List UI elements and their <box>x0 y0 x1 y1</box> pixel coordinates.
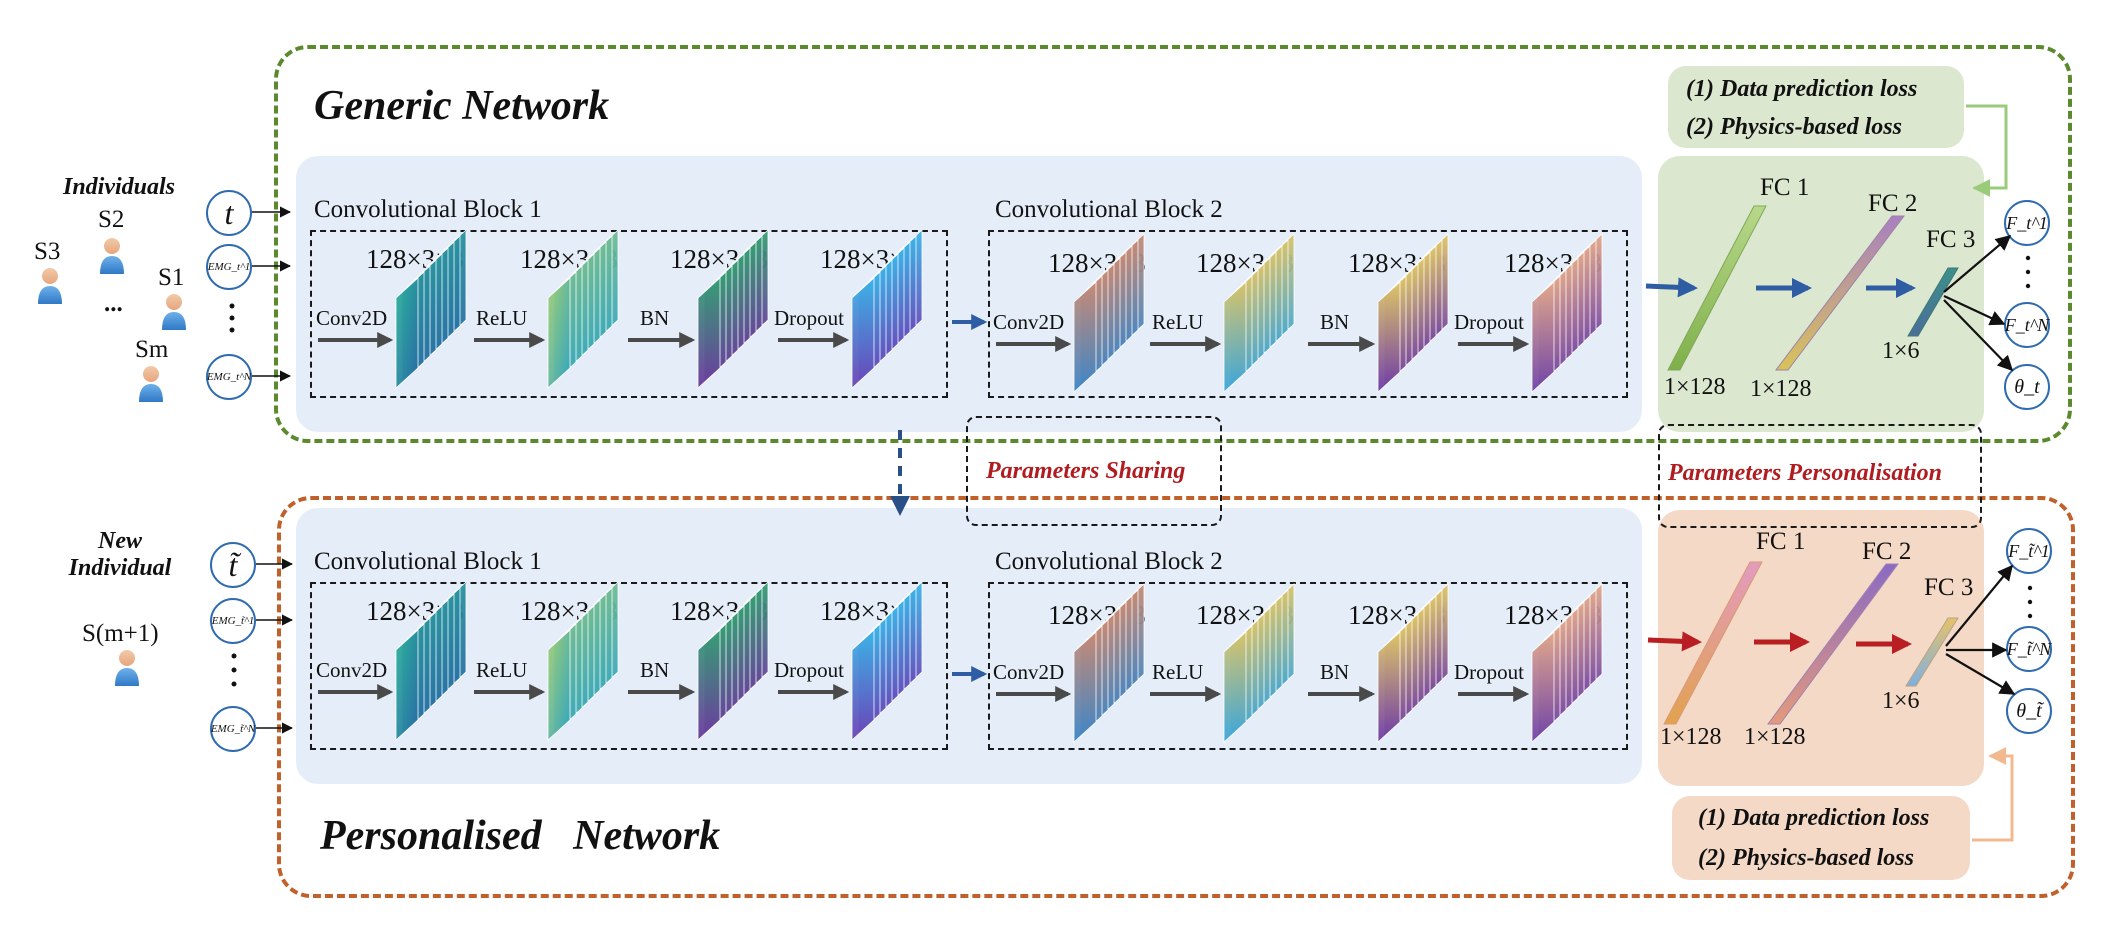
personal-block1-label: Convolutional Block 1 <box>314 548 542 575</box>
fc3-dim-personal: 1×6 <box>1882 688 1920 714</box>
generic-loss-2: (2) Physics-based loss <box>1686 114 1902 140</box>
input-emg-n: EMG_t^N <box>206 354 252 400</box>
person-icon-new <box>115 650 139 686</box>
op-g2-conv2d: Conv2D <box>993 310 1065 334</box>
generic-block2-label: Convolutional Block 2 <box>995 196 1223 223</box>
dim-p1-relu: 128×3×3 <box>520 596 618 626</box>
person-icon-sm <box>139 366 163 402</box>
dim-g2-dropout: 128×3×3 <box>1504 248 1602 278</box>
new-individual-label: New Individual <box>68 528 172 581</box>
op-g2-relu: ReLU <box>1152 310 1204 334</box>
input-t-tilde: t̃ <box>210 542 256 588</box>
personal-conv-block-1 <box>310 582 948 750</box>
generic-loss-1: (1) Data prediction loss <box>1686 76 1918 102</box>
fc1-label-generic: FC 1 <box>1760 174 1810 201</box>
input-emg-tilde-n: EMG_t̃^N <box>210 706 256 752</box>
subject-s3: S3 <box>34 238 61 265</box>
op-g1-dropout: Dropout <box>774 306 844 330</box>
op-p1-bn: BN <box>640 658 670 682</box>
output-f1: F_t^1 <box>2004 200 2050 246</box>
dim-g1-bn: 128×3×3 <box>670 244 768 274</box>
op-p2-conv2d: Conv2D <box>993 660 1065 684</box>
person-icon-s1 <box>162 294 186 330</box>
subject-sm: Sm <box>135 336 169 363</box>
parameters-sharing-label: Parameters Sharing <box>986 458 1186 484</box>
dim-p2-conv: 128×3×3 <box>1048 600 1146 630</box>
input-emg-1: EMG_t^1 <box>206 244 252 290</box>
subject-s1: S1 <box>158 264 185 291</box>
dim-p2-dropout: 128×3×3 <box>1504 600 1602 630</box>
fc3-label-generic: FC 3 <box>1926 226 1976 253</box>
fc2-dim-personal: 1×128 <box>1744 724 1806 750</box>
fc1-dim-personal: 1×128 <box>1660 724 1722 750</box>
dim-p1-bn: 128×3×3 <box>670 596 768 626</box>
personal-conv-block-2 <box>988 582 1628 750</box>
subject-s2: S2 <box>98 206 125 233</box>
fc1-dim-generic: 1×128 <box>1664 374 1726 400</box>
output-fn-tilde: F_t̃^N <box>2006 626 2052 672</box>
parameters-personalisation-box <box>1658 424 1982 528</box>
op-p1-conv2d: Conv2D <box>316 658 388 682</box>
dim-g1-relu: 128×3×3 <box>520 244 618 274</box>
fc1-label-personal: FC 1 <box>1756 528 1806 555</box>
individuals-label: Individuals <box>62 174 176 200</box>
dim-p2-bn: 128×3×3 <box>1348 600 1446 630</box>
output-theta-tilde: θ_t̃ <box>2006 688 2052 734</box>
generic-loss-box <box>1668 66 1964 148</box>
dim-g1-dropout: 128×3×3 <box>820 244 918 274</box>
fc3-label-personal: FC 3 <box>1924 574 1974 601</box>
generic-conv-block-2 <box>988 230 1628 398</box>
parameters-sharing-box <box>966 416 1222 526</box>
subject-ellipsis: ... <box>104 290 123 317</box>
dim-g2-conv: 128×3×3 <box>1048 248 1146 278</box>
person-icon-s2 <box>100 238 124 274</box>
generic-conv-block-1 <box>310 230 948 398</box>
person-icon-s3 <box>38 268 62 304</box>
dim-p1-conv: 128×3×3 <box>366 596 464 626</box>
dim-g2-relu: 128×3×3 <box>1196 248 1294 278</box>
generic-network-frame <box>274 45 2072 443</box>
op-p1-dropout: Dropout <box>774 658 844 682</box>
personalised-network-frame <box>277 496 2075 898</box>
op-p2-dropout: Dropout <box>1454 660 1524 684</box>
input-emg-tilde-1: EMG_t̃^1 <box>210 598 256 644</box>
input-t: t <box>206 190 252 236</box>
generic-block1-label: Convolutional Block 1 <box>314 196 542 223</box>
dim-g2-bn: 128×3×3 <box>1348 248 1446 278</box>
op-g1-bn: BN <box>640 306 670 330</box>
generic-network-title: Generic Network <box>314 83 610 129</box>
personal-loss-box <box>1672 796 1970 880</box>
op-g1-relu: ReLU <box>476 306 528 330</box>
dim-g1-conv: 128×3×3 <box>366 244 464 274</box>
fc2-label-personal: FC 2 <box>1862 538 1912 565</box>
fc3-dim-generic: 1×6 <box>1882 338 1920 364</box>
personal-block2-label: Convolutional Block 2 <box>995 548 1223 575</box>
output-fn: F_t^N <box>2004 302 2050 348</box>
parameters-personalisation-label: Parameters Personalisation <box>1668 460 1943 486</box>
op-g2-dropout: Dropout <box>1454 310 1524 334</box>
output-f1-tilde: F_t̃^1 <box>2006 528 2052 574</box>
personalised-network-title: Personalised Network <box>320 813 721 859</box>
personal-loss-2: (2) Physics-based loss <box>1698 845 1914 871</box>
dim-p2-relu: 128×3×3 <box>1196 600 1294 630</box>
op-g2-bn: BN <box>1320 310 1350 334</box>
op-g1-conv2d: Conv2D <box>316 306 388 330</box>
op-p2-bn: BN <box>1320 660 1350 684</box>
fc2-label-generic: FC 2 <box>1868 190 1918 217</box>
subject-new: S(m+1) <box>82 620 159 647</box>
personal-loss-1: (1) Data prediction loss <box>1698 805 1930 831</box>
fc2-dim-generic: 1×128 <box>1750 376 1812 402</box>
op-p2-relu: ReLU <box>1152 660 1204 684</box>
op-p1-relu: ReLU <box>476 658 528 682</box>
dim-p1-dropout: 128×3×3 <box>820 596 918 626</box>
output-theta: θ_t <box>2004 364 2050 410</box>
